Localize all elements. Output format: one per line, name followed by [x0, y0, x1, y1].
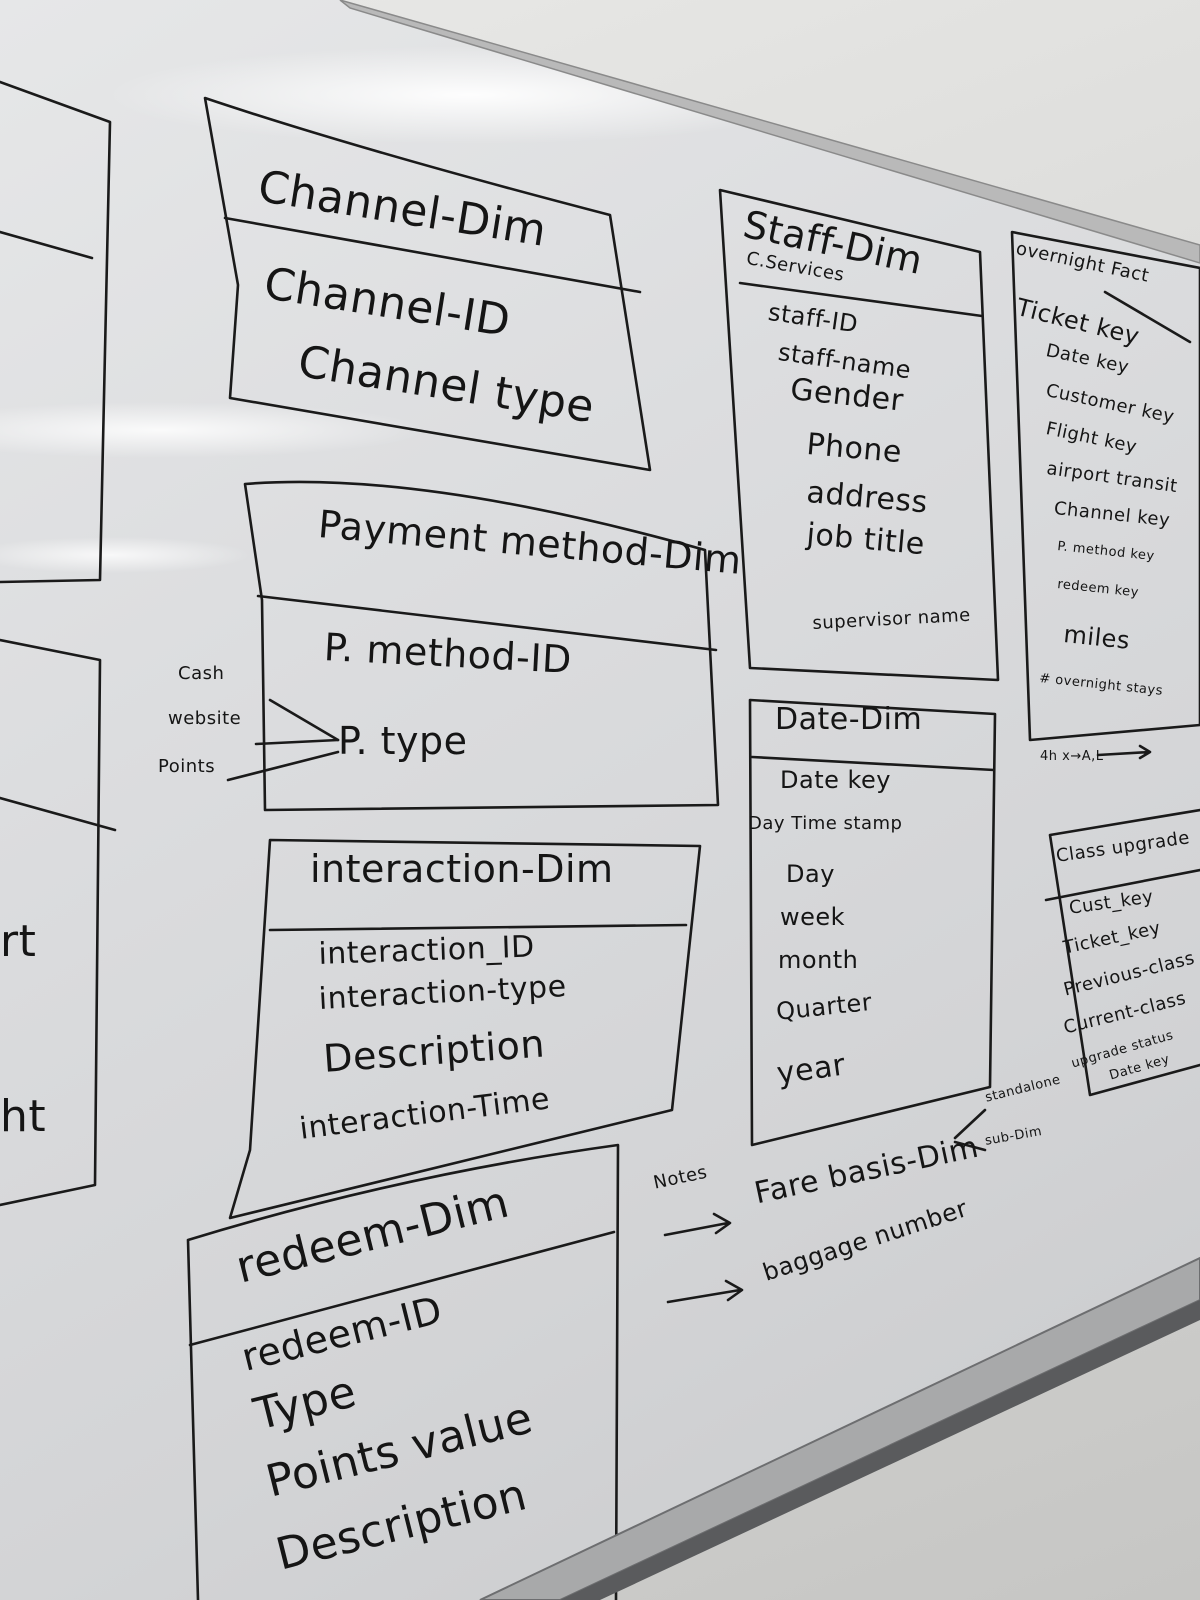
date-dim-field-4: week — [780, 903, 846, 931]
date-dim-field-5: month — [778, 946, 859, 974]
payment-side-label-cash: Cash — [178, 663, 225, 684]
left-fragment-rt: rt — [0, 916, 37, 967]
date-dim-field-1: Date key — [780, 766, 892, 794]
overnight-fact-below-note: 4h x→A,L — [1040, 749, 1104, 764]
payment-side-label-website: website — [168, 708, 242, 729]
interaction-dim-field-1: interaction_ID — [317, 929, 536, 972]
staff-dim-field-4: Phone — [805, 427, 904, 471]
date-dim-title: Date-Dim — [775, 702, 923, 737]
overnight-fact-field-9: miles — [1062, 620, 1132, 655]
payment-dim-field-2: P. type — [338, 719, 468, 763]
date-dim-field-2: Day Time stamp — [748, 813, 903, 834]
left-fragment-ht: ht — [0, 1091, 47, 1142]
interaction-dim-title: interaction-Dim — [310, 847, 614, 891]
payment-side-label-points: Points — [158, 756, 216, 777]
date-dim-field-3: Day — [786, 860, 835, 888]
